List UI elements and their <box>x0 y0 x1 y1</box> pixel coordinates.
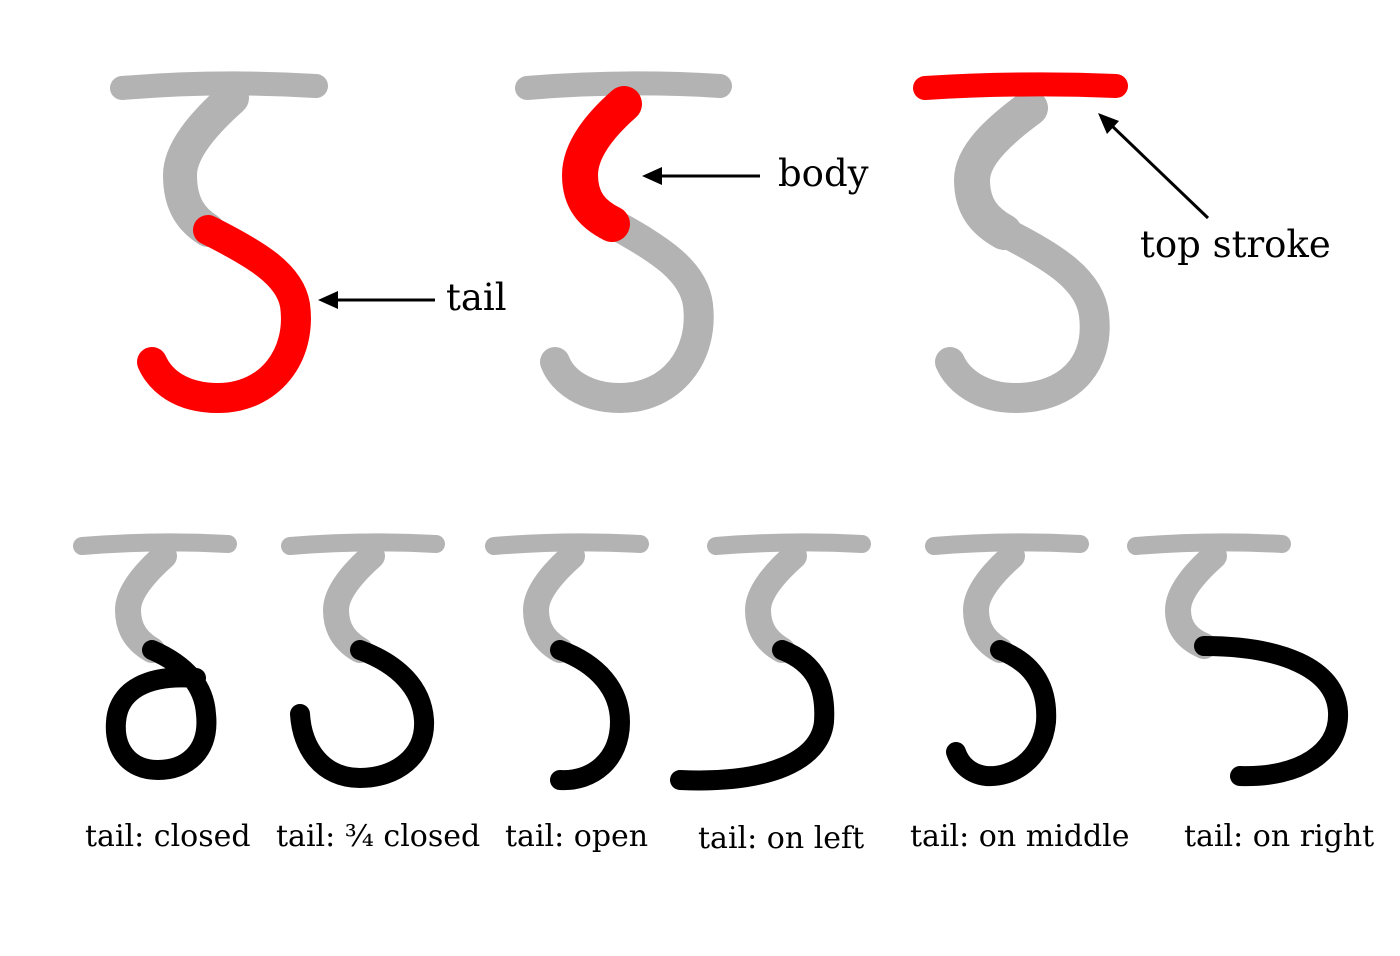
glyph-tail <box>540 207 714 413</box>
caption-tail-open: tail: open <box>505 819 648 854</box>
glyph-body <box>562 86 642 242</box>
glyph-tail-highlight <box>110 71 328 413</box>
caption-tail-closed: tail: closed <box>85 819 251 854</box>
glyph-body <box>1165 543 1227 659</box>
glyph-body-highlight <box>515 71 732 413</box>
variant-three-quarter-closed: tail: ¾ closed <box>276 533 480 854</box>
label-body: body <box>778 152 869 195</box>
glyph-top-stroke <box>515 71 732 100</box>
glyph-body <box>323 543 385 663</box>
body-pointer: body <box>642 152 869 195</box>
glyph-tail <box>137 215 311 413</box>
glyph-top-stroke <box>281 533 445 555</box>
variant-on-left: tail: on left <box>670 533 871 856</box>
variant-on-middle: tail: on middle <box>910 533 1130 854</box>
glyph-tail <box>1194 636 1349 787</box>
glyph-top-stroke <box>707 533 871 555</box>
glyph-body <box>115 543 177 663</box>
variant-closed: tail: closed <box>73 533 251 854</box>
top-stroke-pointer: top stroke <box>1098 113 1331 266</box>
glyph-tail <box>935 217 1110 413</box>
glyph-top-stroke-highlight <box>913 72 1128 413</box>
glyph-tail <box>105 640 217 780</box>
variant-open: tail: open <box>485 533 649 854</box>
glyph-top-stroke <box>913 72 1128 100</box>
glyph-body <box>523 543 585 663</box>
label-top-stroke: top stroke <box>1140 223 1331 266</box>
glyph-top-stroke <box>1127 533 1291 555</box>
glyph-tail <box>550 640 630 791</box>
caption-tail-on-left: tail: on left <box>698 821 864 856</box>
variant-on-right: tail: on right <box>1127 533 1374 854</box>
glyph-top-stroke <box>73 533 237 555</box>
glyph-body <box>163 81 249 247</box>
caption-tail-on-middle: tail: on middle <box>910 819 1130 854</box>
glyph-tail <box>290 640 435 788</box>
glyph-body <box>963 543 1025 663</box>
label-tail: tail <box>446 276 507 319</box>
tail-pointer: tail <box>318 276 507 319</box>
glyph-top-stroke <box>925 533 1089 555</box>
glyph-top-stroke <box>485 533 649 555</box>
glyph-top-stroke <box>110 71 328 100</box>
glyph-body <box>954 90 1048 250</box>
glyph-body <box>745 543 807 663</box>
glyph-tail <box>946 640 1057 787</box>
caption-tail-on-right: tail: on right <box>1184 819 1374 854</box>
glyph-tail <box>670 640 835 791</box>
caption-tail-three-quarter-closed: tail: ¾ closed <box>276 819 480 854</box>
